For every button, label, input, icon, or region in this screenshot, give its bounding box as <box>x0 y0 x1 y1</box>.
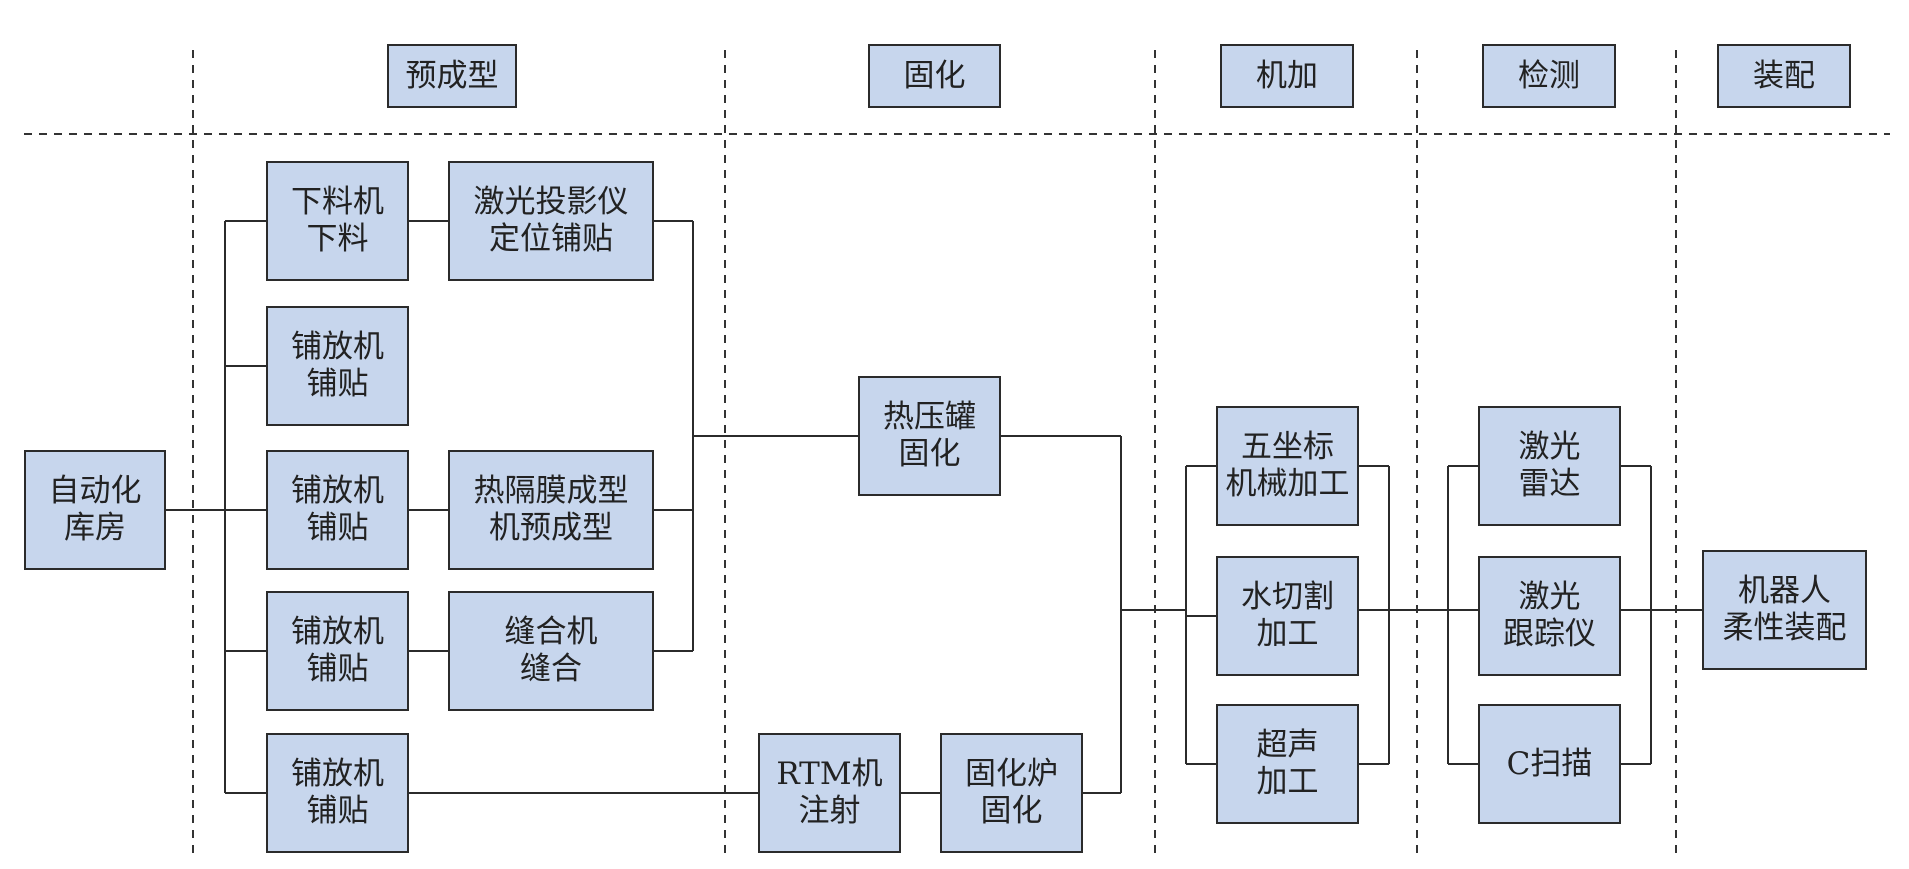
node-autoclave: 热压罐固化 <box>858 376 1001 496</box>
node-laser-projector: 激光投影仪定位铺贴 <box>448 161 654 281</box>
stage-label: 装配 <box>1753 57 1815 94</box>
node-line-2: 铺贴 <box>306 366 369 402</box>
node-line-2: 固化 <box>898 436 961 472</box>
node-line-2: 铺贴 <box>306 510 369 546</box>
node-line-1: 热隔膜成型 <box>473 473 629 509</box>
node-c-scan: C扫描 <box>1478 704 1621 824</box>
node-line-2: 柔性装配 <box>1722 610 1847 646</box>
node-line-1: 水切割 <box>1241 579 1334 615</box>
node-line-1: 铺放机 <box>291 329 384 365</box>
node-waterjet-cutting: 水切割加工 <box>1216 556 1359 676</box>
node-layup-2: 铺放机铺贴 <box>266 306 409 426</box>
node-line-2: 跟踪仪 <box>1503 616 1596 652</box>
node-line-2: 铺贴 <box>306 651 369 687</box>
node-line-2: 加工 <box>1256 616 1319 652</box>
node-stitching: 缝合机缝合 <box>448 591 654 711</box>
node-line-1: 铺放机 <box>291 614 384 650</box>
node-layup-5: 铺放机铺贴 <box>266 733 409 853</box>
node-line-2: 下料 <box>306 221 369 257</box>
node-line-1: 下料机 <box>291 184 384 220</box>
node-cutter: 下料机下料 <box>266 161 409 281</box>
stage-label: 机加 <box>1256 57 1318 94</box>
node-line-1: 激光投影仪 <box>473 184 629 220</box>
node-rtm: RTM机注射 <box>758 733 901 853</box>
node-line-2: 雷达 <box>1518 466 1581 502</box>
node-robot-flexible-assembly: 机器人柔性装配 <box>1702 550 1867 670</box>
node-line-1: 固化炉 <box>965 756 1058 792</box>
node-line-1: 激光 <box>1518 429 1581 465</box>
node-line-2: 库房 <box>64 510 126 546</box>
node-line-1: 铺放机 <box>291 756 384 792</box>
node-five-axis-machining: 五坐标机械加工 <box>1216 406 1359 526</box>
node-line-1: 五坐标 <box>1241 429 1334 465</box>
node-curing-oven: 固化炉固化 <box>940 733 1083 853</box>
stage-header-assembly: 装配 <box>1717 44 1851 108</box>
node-line-1: 自动化 <box>48 473 142 509</box>
node-line-2: 缝合 <box>520 651 582 687</box>
stage-label: 预成型 <box>405 57 499 94</box>
node-line-1: 缝合机 <box>504 614 598 650</box>
node-line-2: 注射 <box>798 793 861 829</box>
node-line-2: 机械加工 <box>1225 466 1350 502</box>
stage-header-curing: 固化 <box>868 44 1001 108</box>
node-line-2: 加工 <box>1256 764 1319 800</box>
node-laser-tracker: 激光跟踪仪 <box>1478 556 1621 676</box>
node-ultrasonic-machining: 超声加工 <box>1216 704 1359 824</box>
stage-label: 固化 <box>903 57 966 94</box>
node-line-1: RTM机 <box>776 756 883 792</box>
node-layup-3: 铺放机铺贴 <box>266 450 409 570</box>
node-line-1: 铺放机 <box>291 473 384 509</box>
stage-header-preform: 预成型 <box>387 44 517 108</box>
node-line-2: 铺贴 <box>306 793 369 829</box>
node-warehouse: 自动化库房 <box>24 450 166 570</box>
node-laser-radar: 激光雷达 <box>1478 406 1621 526</box>
stage-label: 检测 <box>1518 57 1580 94</box>
node-line-1: 激光 <box>1518 579 1581 615</box>
node-line-2: 机预成型 <box>489 510 613 546</box>
stage-header-inspection: 检测 <box>1482 44 1616 108</box>
node-line-1: C扫描 <box>1506 745 1593 782</box>
node-line-1: 超声 <box>1256 727 1319 763</box>
node-thermal-film-preform: 热隔膜成型机预成型 <box>448 450 654 570</box>
node-line-1: 机器人 <box>1738 573 1831 609</box>
node-line-2: 固化 <box>980 793 1043 829</box>
stage-header-machining: 机加 <box>1220 44 1354 108</box>
node-line-1: 热压罐 <box>883 399 976 435</box>
node-line-2: 定位铺贴 <box>489 221 613 257</box>
node-layup-4: 铺放机铺贴 <box>266 591 409 711</box>
